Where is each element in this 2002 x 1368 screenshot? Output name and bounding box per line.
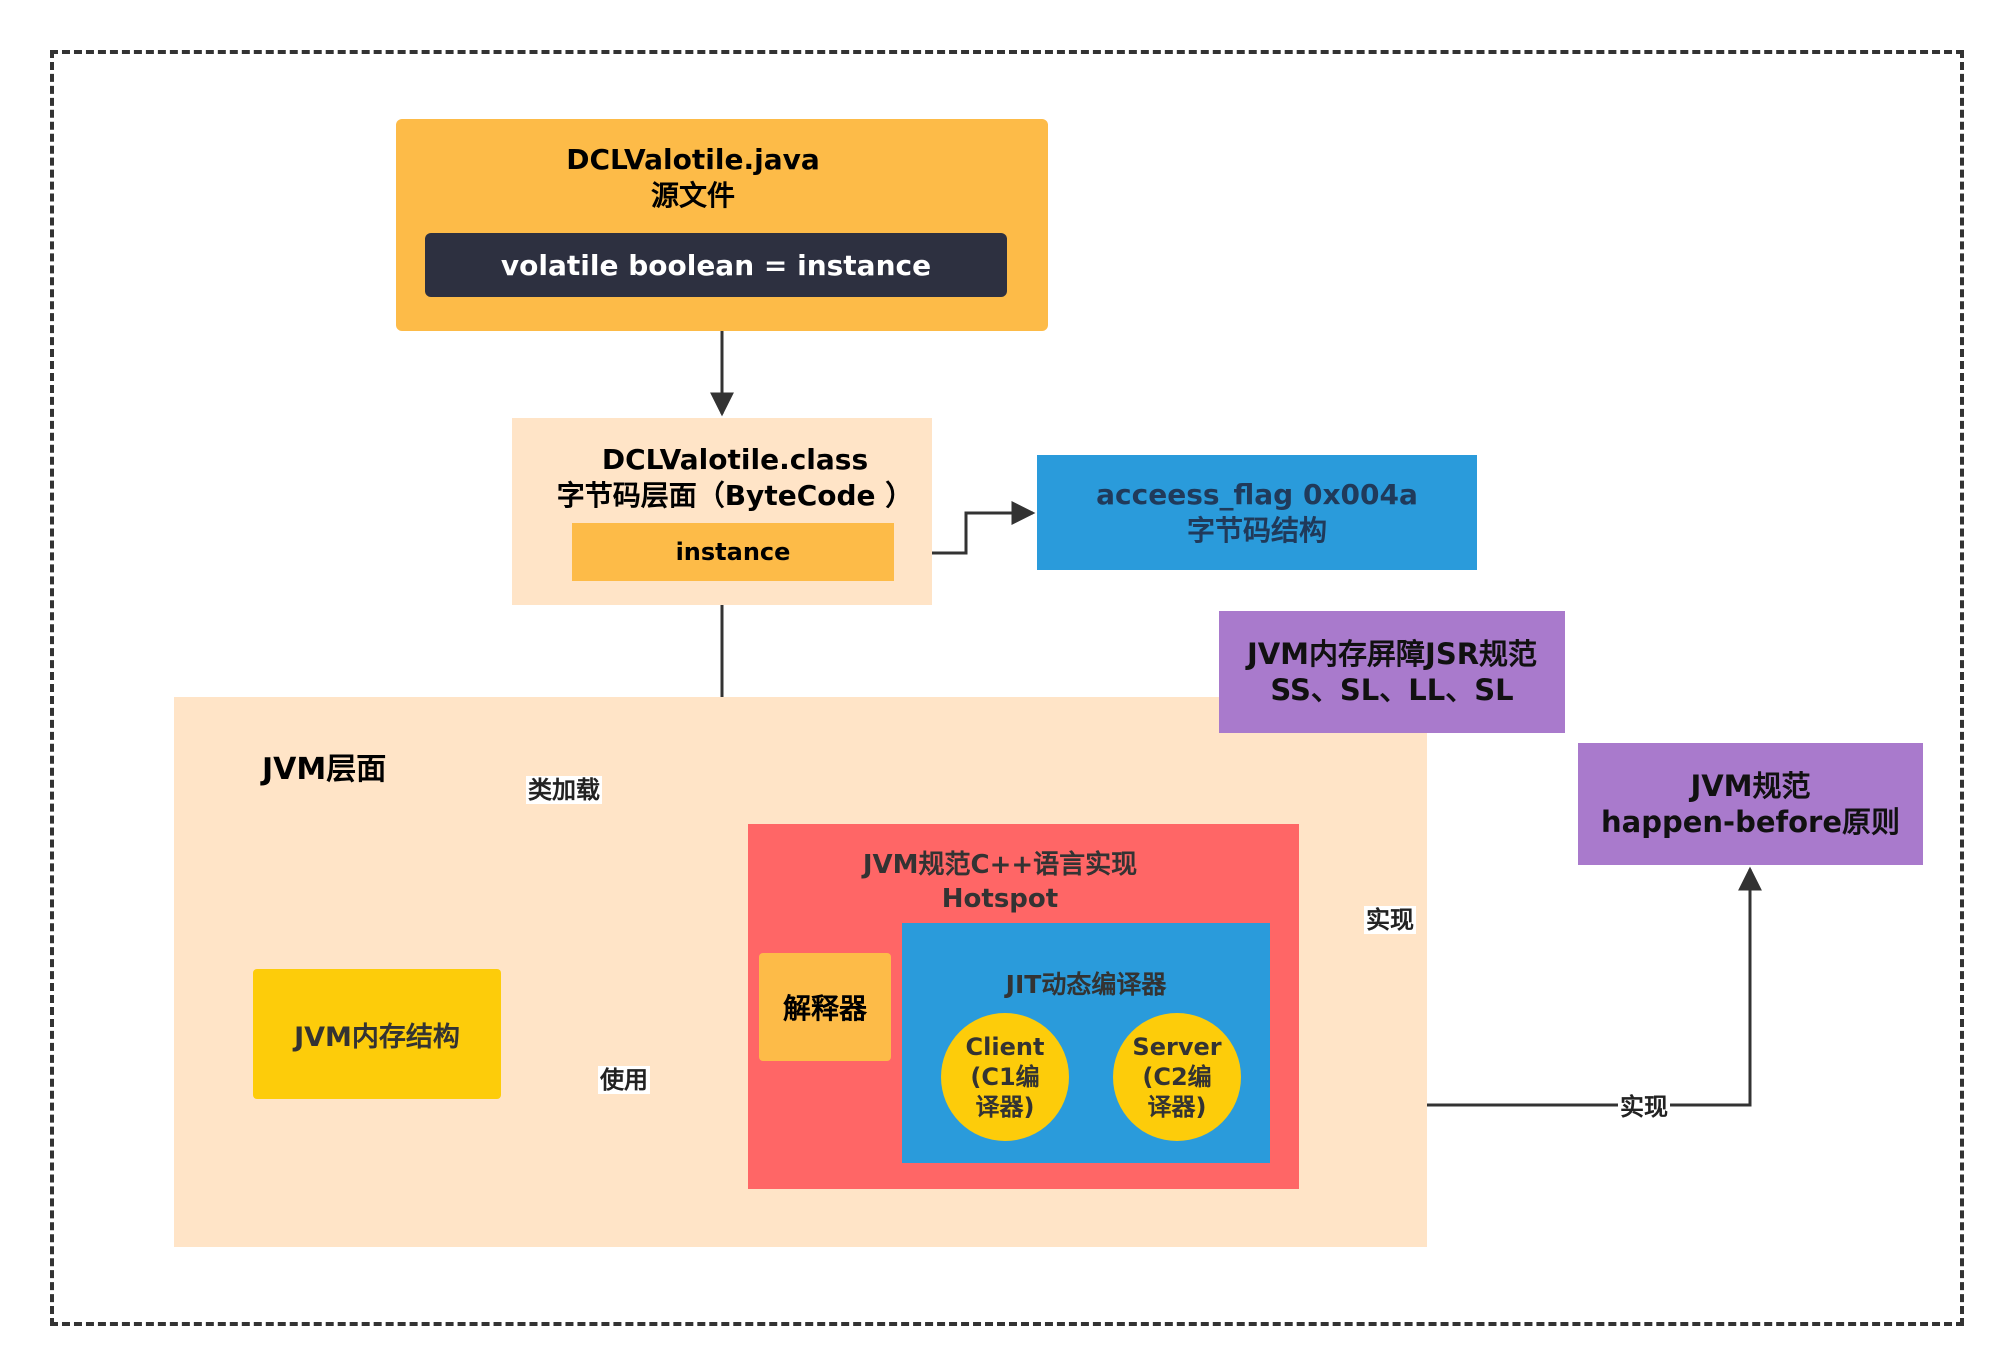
edge-label-implement-happen-before: 实现 [1618,1093,1670,1121]
jvm-layer-label: JVM层面 [262,752,387,787]
hotspot-title-line1: JVM规范C++语言实现 [862,850,1138,880]
client-line1: Client [965,1033,1045,1061]
happen-before-box: JVM规范 happen-before原则 [1578,743,1923,865]
server-compiler-circle: Server (C2编 译器) [1113,1013,1241,1141]
client-line3: 译器) [975,1093,1035,1121]
server-line2: (C2编 [1142,1063,1212,1091]
access-flag-value: acceess_flag 0x004a [1096,477,1418,511]
edge-label-class-loading: 类加载 [526,776,602,804]
jsr-memory-barrier-box: JVM内存屏障JSR规范 SS、SL、LL、SL [1219,611,1565,733]
jsr-barrier-line1: JVM内存屏障JSR规范 [1246,637,1538,671]
jsr-barrier-line2: SS、SL、LL、SL [1270,673,1514,707]
happen-before-line1: JVM规范 [1690,769,1811,803]
class-file-name: DCLValotile.class [601,443,869,476]
interpreter-box: 解释器 [759,953,891,1061]
server-line3: 译器) [1147,1093,1207,1121]
instance-field-box: instance [572,523,894,581]
outer-dashed-frame [50,50,1964,1326]
jvm-memory-structure-box: JVM内存结构 [253,969,501,1099]
arrow-implement-happen-before [1299,866,1762,1107]
edge-label-implement-jsr: 实现 [1364,906,1416,934]
source-file-subtitle: 源文件 [650,179,735,212]
source-file-title: DCLValotile.java 源文件 [396,142,990,214]
jit-compiler-title: JIT动态编译器 [1005,970,1167,999]
access-flag-box: acceess_flag 0x004a 字节码结构 [1037,455,1477,570]
client-line2: (C1编 [970,1063,1040,1091]
hotspot-title: JVM规范C++语言实现 Hotspot [760,848,1240,916]
source-file-name: DCLValotile.java [566,143,820,176]
edge-label-use: 使用 [598,1066,650,1094]
access-flag-caption: 字节码结构 [1186,513,1327,547]
class-file-subtitle: 字节码层面（ByteCode ） [556,479,914,512]
hotspot-title-line2: Hotspot [941,884,1059,914]
client-compiler-circle: Client (C1编 译器) [941,1013,1069,1141]
source-code-line: volatile boolean = instance [425,233,1007,297]
class-file-title: DCLValotile.class 字节码层面（ByteCode ） [512,442,958,514]
happen-before-line2: happen-before原则 [1600,805,1901,839]
server-line1: Server [1132,1033,1222,1061]
